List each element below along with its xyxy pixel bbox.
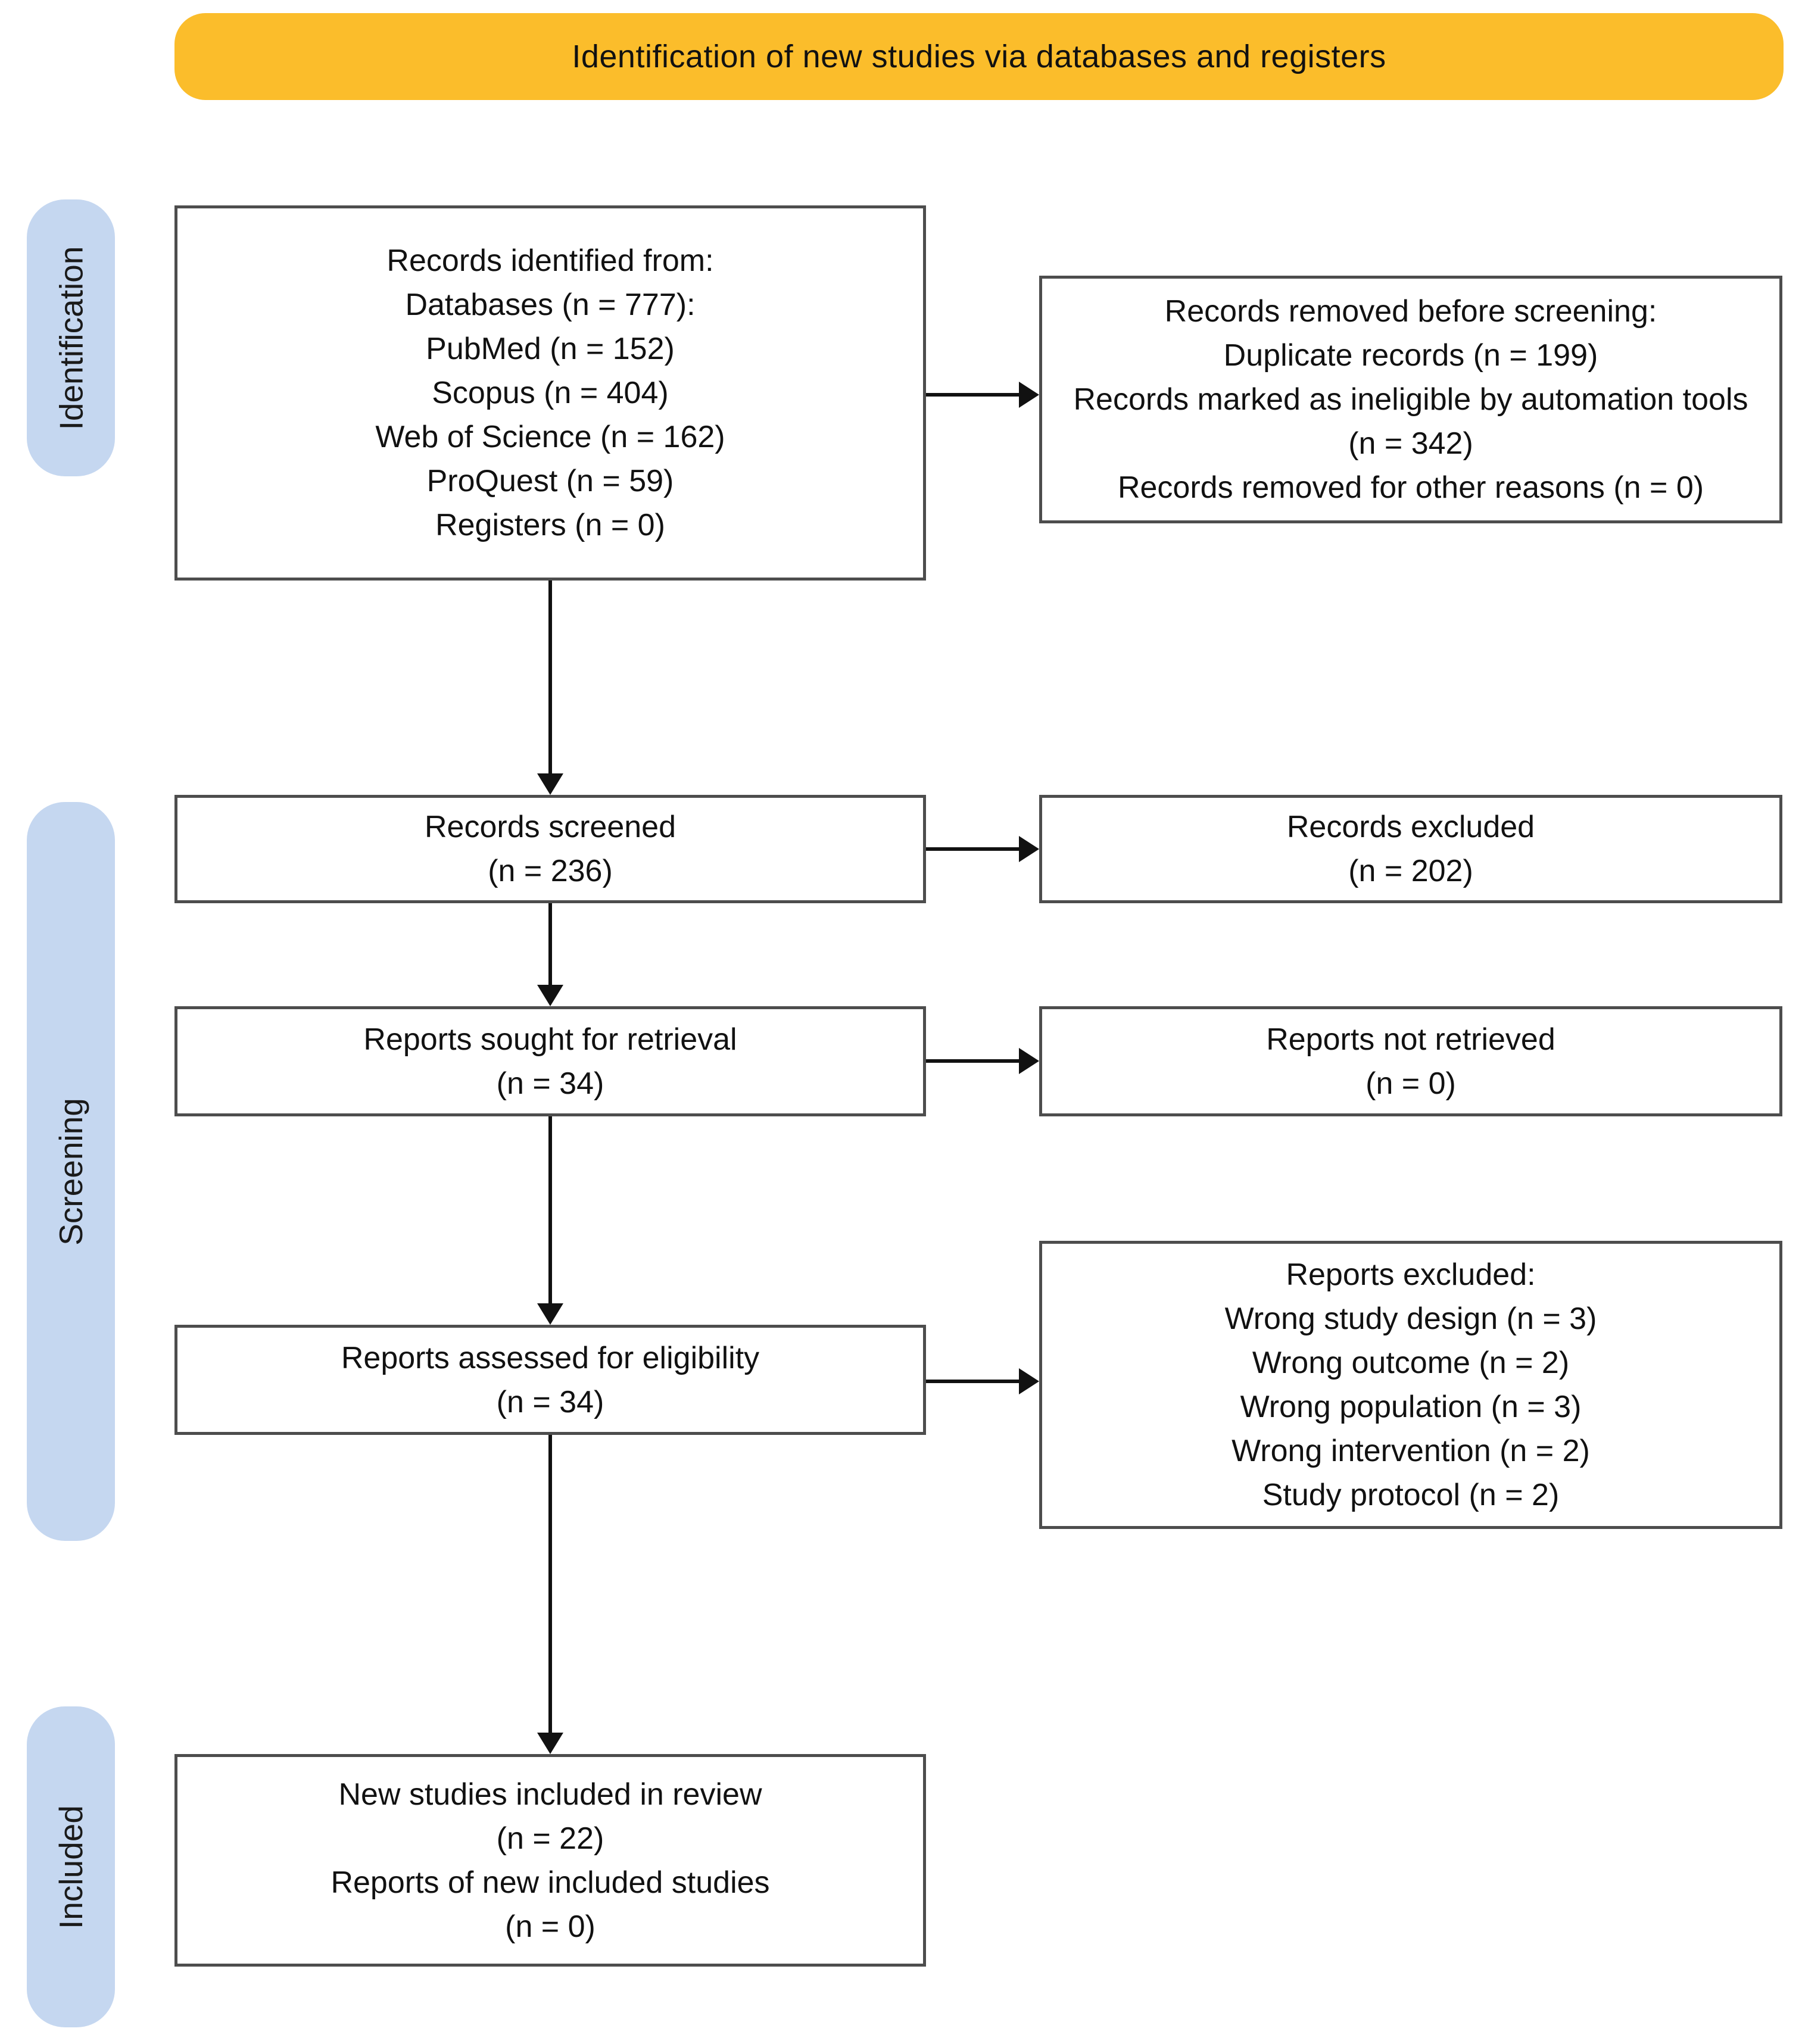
box-records-removed: Records removed before screening: Duplic… (1039, 276, 1782, 523)
box-records-screened-text: Records screened (n = 236) (425, 810, 676, 888)
box-records-removed-text: Records removed before screening: Duplic… (1073, 294, 1748, 505)
arrow-line-sought-to-notretrieved (926, 1059, 1019, 1063)
stage-label-identification: Identification (52, 246, 89, 430)
banner-label: Identification of new studies via databa… (572, 39, 1386, 74)
box-reports-not-retrieved-text: Reports not retrieved (n = 0) (1266, 1022, 1555, 1101)
stage-band-identification: Identification (27, 199, 115, 476)
arrow-head-screened-to-sought (537, 985, 563, 1006)
arrow-line-identified-to-removed (926, 393, 1019, 397)
arrow-head-identified-to-screened (537, 773, 563, 795)
box-new-studies-included: New studies included in review (n = 22) … (174, 1754, 926, 1967)
arrow-line-screened-to-sought (548, 903, 552, 987)
stage-band-included: Included (27, 1706, 115, 2027)
arrow-line-assessed-to-included (548, 1435, 552, 1734)
box-records-screened: Records screened (n = 236) (174, 795, 926, 903)
box-reports-excluded-text: Reports excluded: Wrong study design (n … (1224, 1257, 1597, 1512)
arrow-line-sought-to-assessed (548, 1116, 552, 1305)
box-reports-excluded: Reports excluded: Wrong study design (n … (1039, 1241, 1782, 1529)
arrow-head-assessed-to-included (537, 1733, 563, 1754)
box-reports-sought: Reports sought for retrieval (n = 34) (174, 1006, 926, 1116)
arrow-head-assessed-to-reportsexcluded (1019, 1368, 1039, 1394)
stage-label-screening: Screening (52, 1097, 90, 1246)
box-new-studies-included-text: New studies included in review (n = 22) … (331, 1777, 770, 1944)
arrow-line-assessed-to-reportsexcluded (926, 1380, 1019, 1383)
box-reports-assessed: Reports assessed for eligibility (n = 34… (174, 1325, 926, 1435)
arrow-head-sought-to-assessed (537, 1303, 563, 1325)
box-reports-assessed-text: Reports assessed for eligibility (n = 34… (341, 1340, 760, 1419)
arrow-line-identified-to-screened (548, 581, 552, 775)
box-records-identified-text: Records identified from: Databases (n = … (375, 244, 725, 542)
box-reports-not-retrieved: Reports not retrieved (n = 0) (1039, 1006, 1782, 1116)
box-records-excluded-text: Records excluded (n = 202) (1286, 810, 1535, 888)
arrow-head-screened-to-excluded (1019, 836, 1039, 862)
arrow-head-sought-to-notretrieved (1019, 1048, 1039, 1074)
banner-identification-via-databases: Identification of new studies via databa… (174, 13, 1784, 100)
box-records-excluded: Records excluded (n = 202) (1039, 795, 1782, 903)
stage-label-included: Included (52, 1805, 90, 1929)
arrow-head-identified-to-removed (1019, 382, 1039, 408)
box-reports-sought-text: Reports sought for retrieval (n = 34) (363, 1022, 737, 1101)
arrow-line-screened-to-excluded (926, 847, 1019, 851)
stage-band-screening: Screening (27, 802, 115, 1541)
box-records-identified: Records identified from: Databases (n = … (174, 205, 926, 581)
